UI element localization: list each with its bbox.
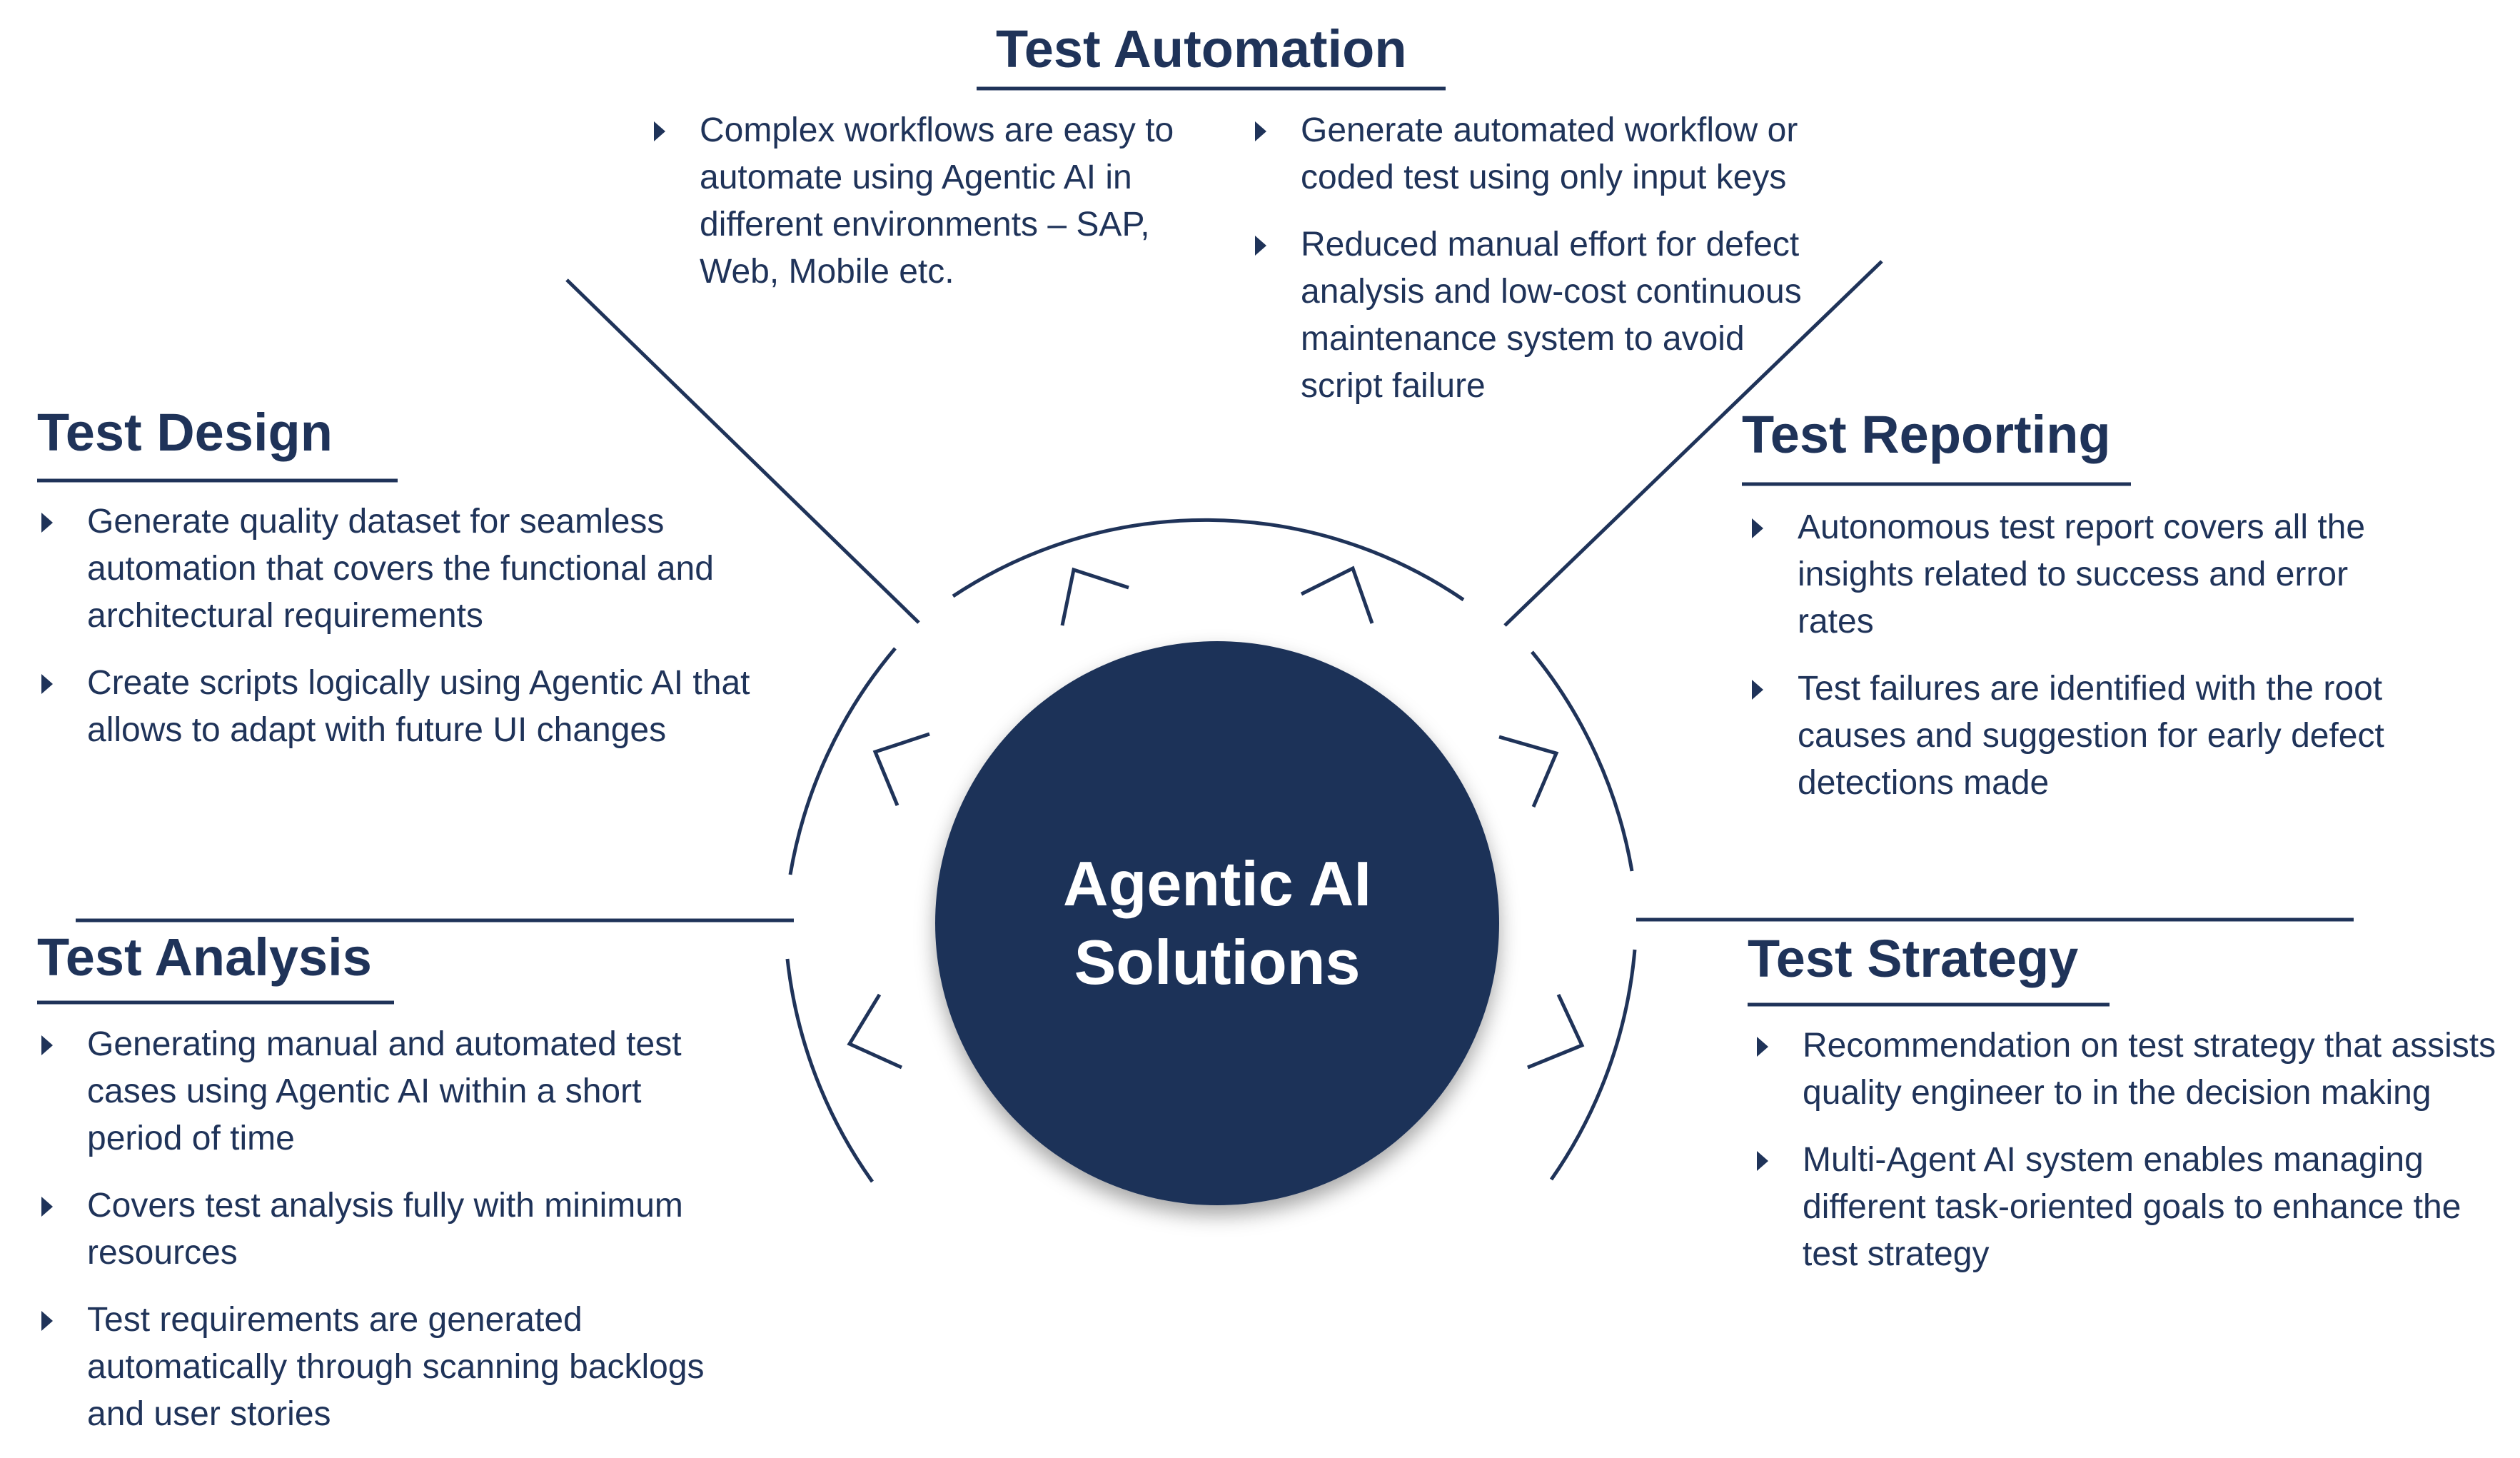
triangle-bullet-icon [41,1035,53,1055]
test-analysis-list: Generating manual and automated test cas… [37,1021,722,1458]
triangle-bullet-icon [1255,236,1266,256]
list-item: Generate quality dataset for seamless au… [37,498,751,640]
arc-right-lower [1549,949,1637,1181]
list-item: Generate automated workflow or coded tes… [1251,107,1808,201]
list-item: Create scripts logically using Agentic A… [37,660,751,754]
arc-top [952,518,1465,602]
chevron-top-right [1300,565,1374,624]
triangle-bullet-icon [41,1311,53,1331]
list-item: Autonomous test report covers all the in… [1748,504,2433,645]
test-design-list: Generate quality dataset for seamless au… [37,498,751,774]
list-item: Test failures are identified with the ro… [1748,665,2433,807]
arc-left-lower [785,958,875,1183]
connector-test-reporting [1503,260,1883,627]
chevron-top-left [1060,567,1129,626]
test-reporting-list: Autonomous test report covers all the in… [1748,504,2433,827]
connector-test-design [565,278,920,624]
triangle-bullet-icon [1757,1037,1768,1057]
arc-right-upper [1531,650,1634,872]
triangle-bullet-icon [1255,121,1266,141]
list-item: Test requirements are generated automati… [37,1297,722,1438]
test-analysis-title: Test Analysis [37,927,372,987]
chevron-right-lower [1527,993,1585,1070]
triangle-bullet-icon [41,1197,53,1217]
test-automation-title: Test Automation [996,19,1407,79]
triangle-bullet-icon [654,121,665,141]
test-design-title: Test Design [37,403,333,462]
test-automation-list-left: Complex workflows are easy to automate u… [650,107,1199,316]
list-item: Generating manual and automated test cas… [37,1021,722,1162]
test-strategy-title: Test Strategy [1748,929,2079,988]
chevron-left-lower [847,993,903,1070]
chevron-right-upper [1498,735,1559,808]
list-item: Covers test analysis fully with minimum … [37,1182,722,1277]
triangle-bullet-icon [41,674,53,694]
list-item: Multi-Agent AI system enables managing d… [1753,1137,2509,1278]
triangle-bullet-icon [41,513,53,533]
chevron-left-upper [872,732,930,806]
arc-left-upper [788,647,897,875]
triangle-bullet-icon [1752,518,1763,538]
test-strategy-list: Recommendation on test strategy that ass… [1753,1022,2509,1298]
list-item: Reduced manual effort for defect analysi… [1251,221,1808,410]
test-reporting-title: Test Reporting [1742,405,2111,464]
center-circle [935,641,1499,1205]
test-automation-list-right: Generate automated workflow or coded tes… [1251,107,1808,430]
list-item: Recommendation on test strategy that ass… [1753,1022,2509,1117]
list-item: Complex workflows are easy to automate u… [650,107,1199,296]
triangle-bullet-icon [1752,680,1763,700]
triangle-bullet-icon [1757,1151,1768,1171]
